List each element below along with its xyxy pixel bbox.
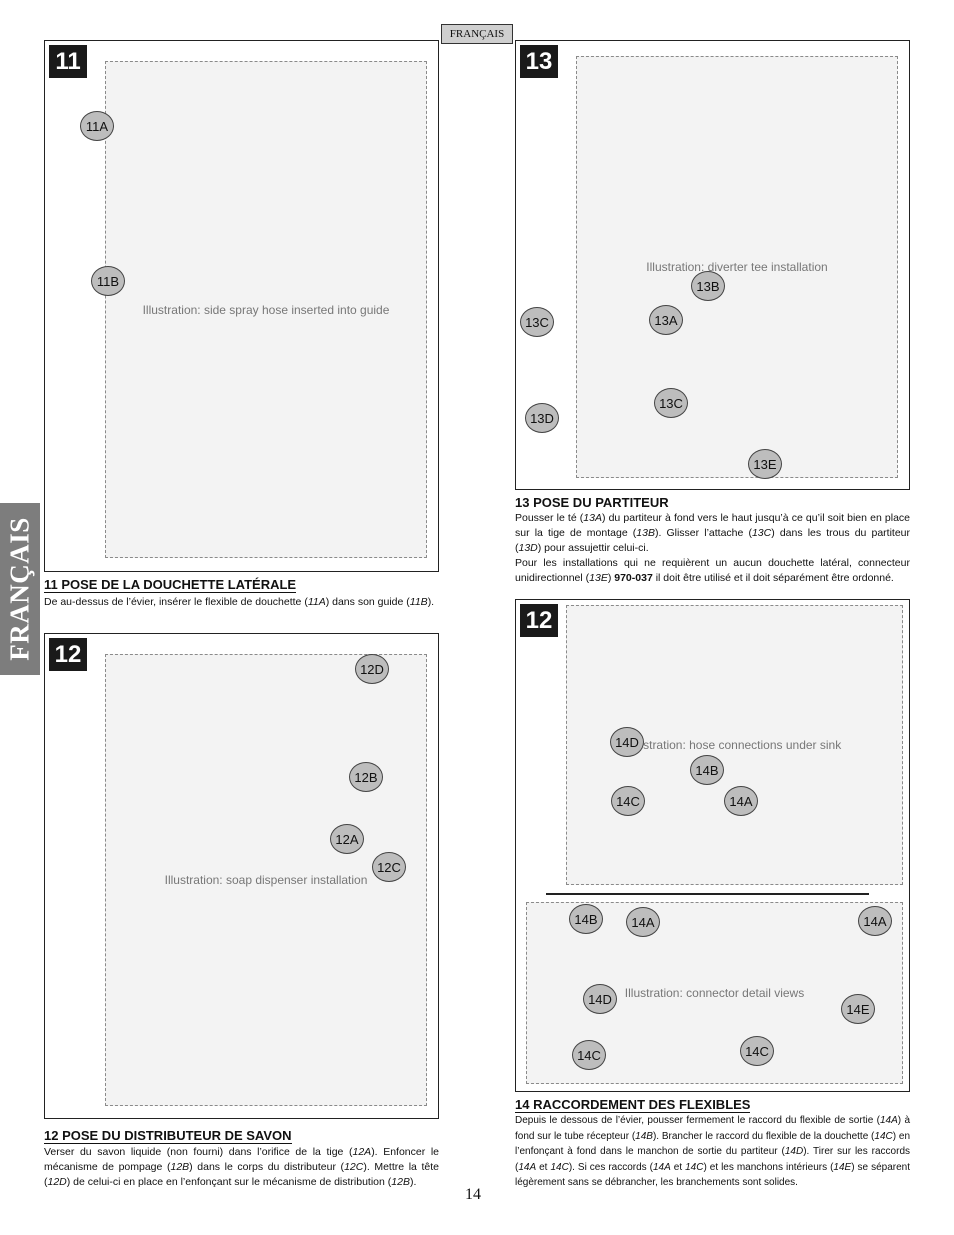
step-11-body: De au-dessus de l’évier, insérer le flex… <box>44 596 435 608</box>
callout-13c-left: 13C <box>520 307 554 337</box>
step-12-illustration: Illustration: soap dispenser installatio… <box>105 654 427 1106</box>
step-14-badge: 12 <box>520 604 558 637</box>
page-number: 14 <box>465 1186 481 1203</box>
step-12-badge: 12 <box>49 638 87 671</box>
callout-12b: 12B <box>349 762 383 792</box>
step-14-body: Depuis le dessous de l’évier, pousser fe… <box>515 1115 911 1188</box>
step-12-panel: 12 Illustration: soap dispenser installa… <box>44 633 439 1119</box>
step-13-panel: 13 Illustration: diverter tee installati… <box>515 40 910 490</box>
callout-14c-bottom-left: 14C <box>572 1040 606 1070</box>
step-13-title: 13 POSE DU PARTITEUR <box>515 495 669 510</box>
callout-14c-bottom-right: 14C <box>740 1036 774 1066</box>
callout-14a-bottom-left: 14A <box>626 907 660 937</box>
step-13-body: Pousser le té (13A) du partiteur à fond … <box>515 512 910 584</box>
callout-14b-top: 14B <box>690 755 724 785</box>
step-11-illustration: Illustration: side spray hose inserted i… <box>105 61 427 558</box>
step-12-body: Verser du savon liquide (non fourni) dan… <box>44 1146 440 1188</box>
callout-12d: 12D <box>355 654 389 684</box>
callout-12c: 12C <box>372 852 406 882</box>
callout-14c-top: 14C <box>611 786 645 816</box>
step-11-title: 11 POSE DE LA DOUCHETTE LATÉRALE <box>44 577 297 593</box>
step-12-title: 12 POSE DU DISTRIBUTEUR DE SAVON <box>44 1128 292 1144</box>
callout-13e: 13E <box>748 449 782 479</box>
language-tag: FRANÇAIS <box>441 24 513 44</box>
side-language-tab: FRANÇAIS <box>0 503 40 675</box>
step-13-badge: 13 <box>520 45 558 78</box>
step-11-panel: 11 Illustration: side spray hose inserte… <box>44 40 439 572</box>
step-11-badge: 11 <box>49 45 87 78</box>
callout-14a-top: 14A <box>724 786 758 816</box>
callout-13d: 13D <box>525 403 559 433</box>
callout-14b-bottom: 14B <box>569 904 603 934</box>
callout-14a-bottom-right: 14A <box>858 906 892 936</box>
callout-14e-bottom: 14E <box>841 994 875 1024</box>
step-14-panel: 12 Illustration: hose connections under … <box>515 599 910 1092</box>
callout-12a: 12A <box>330 824 364 854</box>
step-14-divider <box>546 893 869 895</box>
callout-13a: 13A <box>649 305 683 335</box>
callout-13b: 13B <box>691 271 725 301</box>
side-tab-label: FRANÇAIS <box>4 517 35 661</box>
callout-11b: 11B <box>91 266 125 296</box>
callout-14d-top: 14D <box>610 727 644 757</box>
step-13-illustration: Illustration: diverter tee installation <box>576 56 898 478</box>
callout-11a: 11A <box>80 111 114 141</box>
callout-13c-right: 13C <box>654 388 688 418</box>
callout-14d-bottom: 14D <box>583 984 617 1014</box>
step-14-title: 14 RACCORDEMENT DES FLEXIBLES <box>515 1097 751 1113</box>
